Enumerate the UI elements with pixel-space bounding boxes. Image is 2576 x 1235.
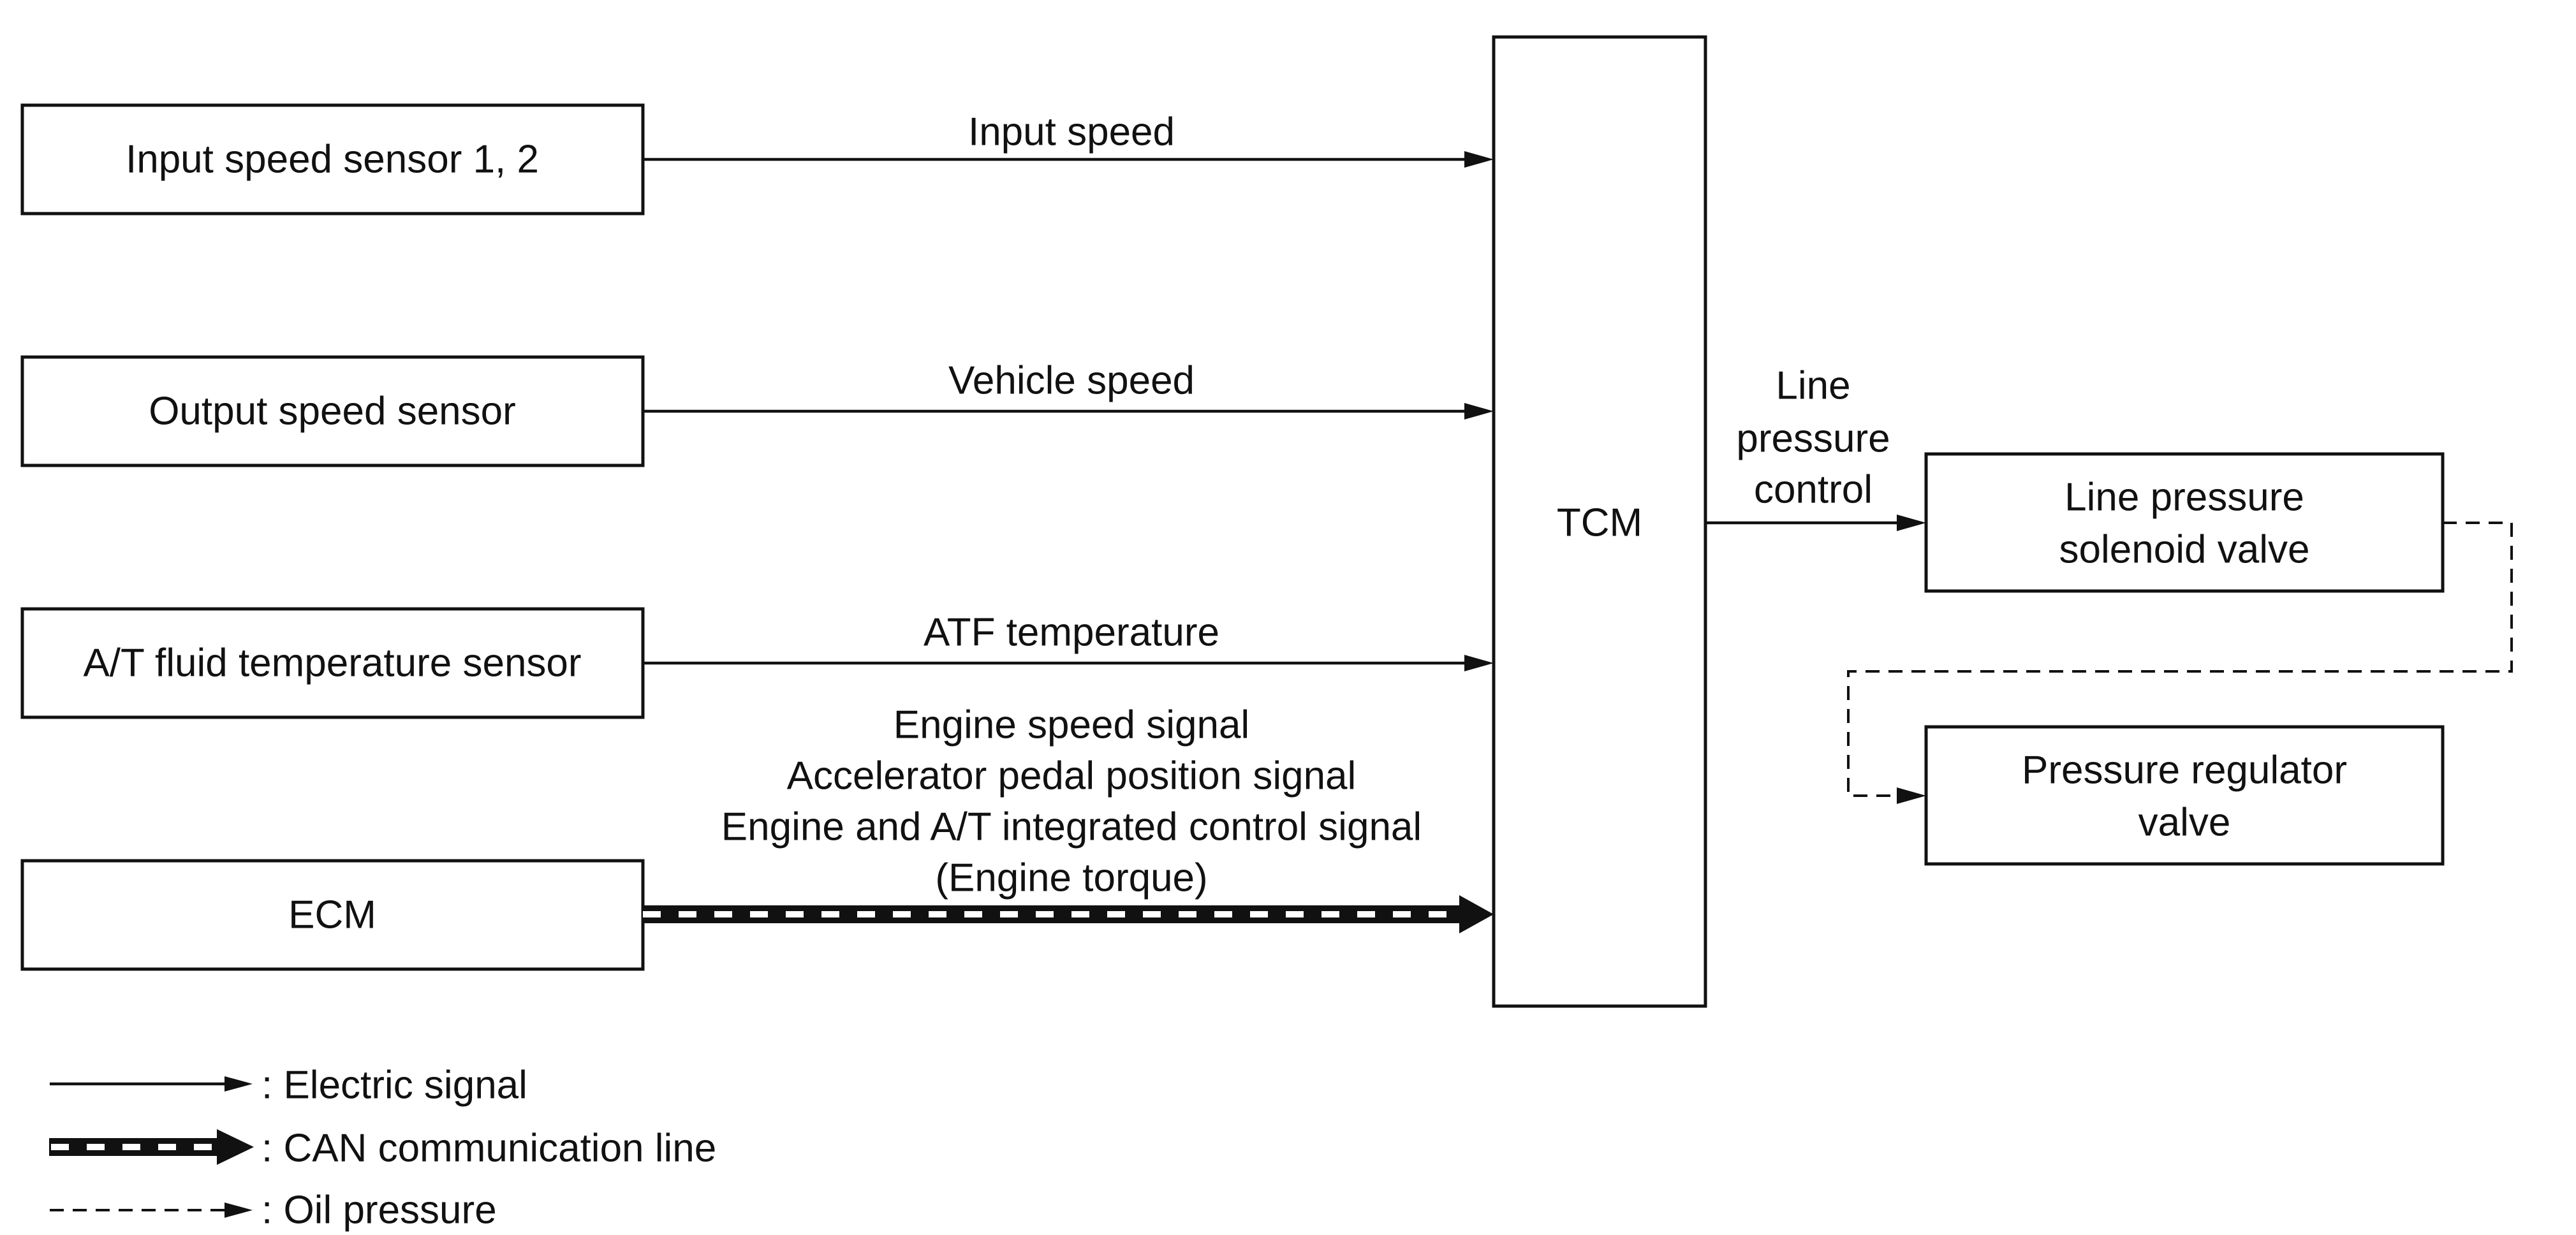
output-speed-sensor-box: Output speed sensor — [20, 355, 645, 467]
legend-can-label: : CAN communication line — [261, 1127, 716, 1171]
line-pressure-control-arrow — [1705, 515, 1926, 531]
tcm-box: TCM — [1492, 35, 1707, 1008]
line-pressure-control-label-3: control — [1754, 468, 1873, 512]
regulator-label-1: Pressure regulator — [2022, 749, 2347, 793]
atf-temperature-sensor-box: A/T fluid temperature sensor — [20, 607, 645, 719]
line-pressure-solenoid-box: Line pressure solenoid valve — [1924, 452, 2445, 593]
tcm-label: TCM — [1557, 501, 1642, 545]
engine-torque-label: (Engine torque) — [935, 856, 1207, 900]
accelerator-pedal-signal-label: Accelerator pedal position signal — [787, 754, 1357, 798]
output-speed-sensor-label: Output speed sensor — [149, 390, 516, 434]
ecm-label: ECM — [288, 893, 376, 937]
solenoid-label-1: Line pressure — [2064, 476, 2304, 520]
engine-speed-signal-label: Engine speed signal — [894, 703, 1249, 747]
legend-oil-arrow — [50, 1202, 253, 1218]
input-speed-sensor-box: Input speed sensor 1, 2 — [20, 103, 645, 216]
legend-can-arrow — [49, 1129, 254, 1165]
input-speed-sensor-label: Input speed sensor 1, 2 — [126, 138, 539, 182]
can-communication-arrow — [643, 895, 1494, 933]
legend-electric-label: : Electric signal — [261, 1063, 527, 1107]
regulator-label-2: valve — [2138, 801, 2231, 845]
legend-oil-label: : Oil pressure — [261, 1188, 497, 1232]
atf-temperature-arrow — [643, 655, 1494, 671]
legend: : Electric signal : CAN communication li… — [49, 1063, 716, 1232]
input-speed-arrow — [643, 151, 1494, 168]
line-pressure-control-label-1: Line — [1776, 364, 1850, 408]
vehicle-speed-arrow — [643, 403, 1494, 420]
input-speed-signal-label: Input speed — [968, 110, 1175, 154]
vehicle-speed-signal-label: Vehicle speed — [948, 359, 1195, 403]
solenoid-label-2: solenoid valve — [2059, 528, 2310, 572]
oil-pressure-arrow — [1847, 522, 2513, 804]
pressure-regulator-box: Pressure regulator valve — [1924, 725, 2445, 866]
atf-temperature-sensor-label: A/T fluid temperature sensor — [83, 641, 581, 685]
ecm-box: ECM — [20, 859, 645, 971]
legend-electric-arrow — [50, 1076, 253, 1092]
atf-temperature-signal-label: ATF temperature — [924, 611, 1219, 655]
line-pressure-control-label-2: pressure — [1736, 417, 1890, 461]
integrated-control-signal-label: Engine and A/T integrated control signal — [721, 805, 1422, 849]
